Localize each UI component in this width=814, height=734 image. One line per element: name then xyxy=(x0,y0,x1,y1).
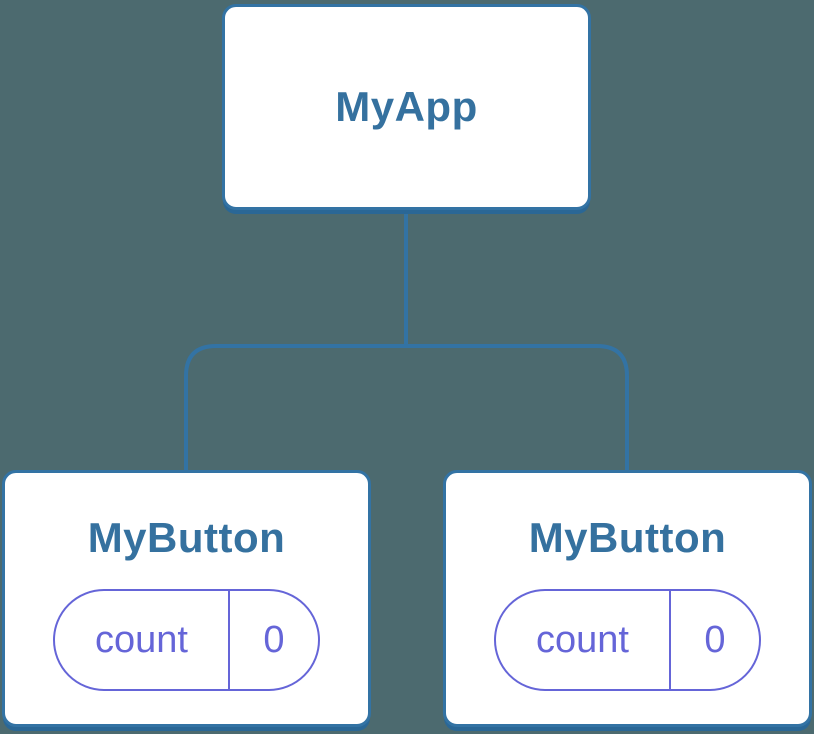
node-title: MyButton xyxy=(528,514,727,561)
state-value: 0 xyxy=(228,591,318,689)
state-key-label: count xyxy=(536,618,629,661)
state-key: count xyxy=(55,591,228,689)
node-mybutton-1: MyButton count 0 xyxy=(2,470,371,727)
state-value-label: 0 xyxy=(704,618,726,661)
node-title: MyApp xyxy=(335,83,478,130)
node-title: MyButton xyxy=(87,514,286,561)
state-key-label: count xyxy=(95,618,188,661)
node-myapp: MyApp xyxy=(222,4,591,210)
connector-branch-line xyxy=(184,344,629,470)
state-key: count xyxy=(496,591,669,689)
state-value-label: 0 xyxy=(263,618,285,661)
state-pill: count 0 xyxy=(494,589,761,691)
state-value: 0 xyxy=(669,591,759,689)
state-pill: count 0 xyxy=(53,589,320,691)
node-mybutton-2: MyButton count 0 xyxy=(443,470,812,727)
